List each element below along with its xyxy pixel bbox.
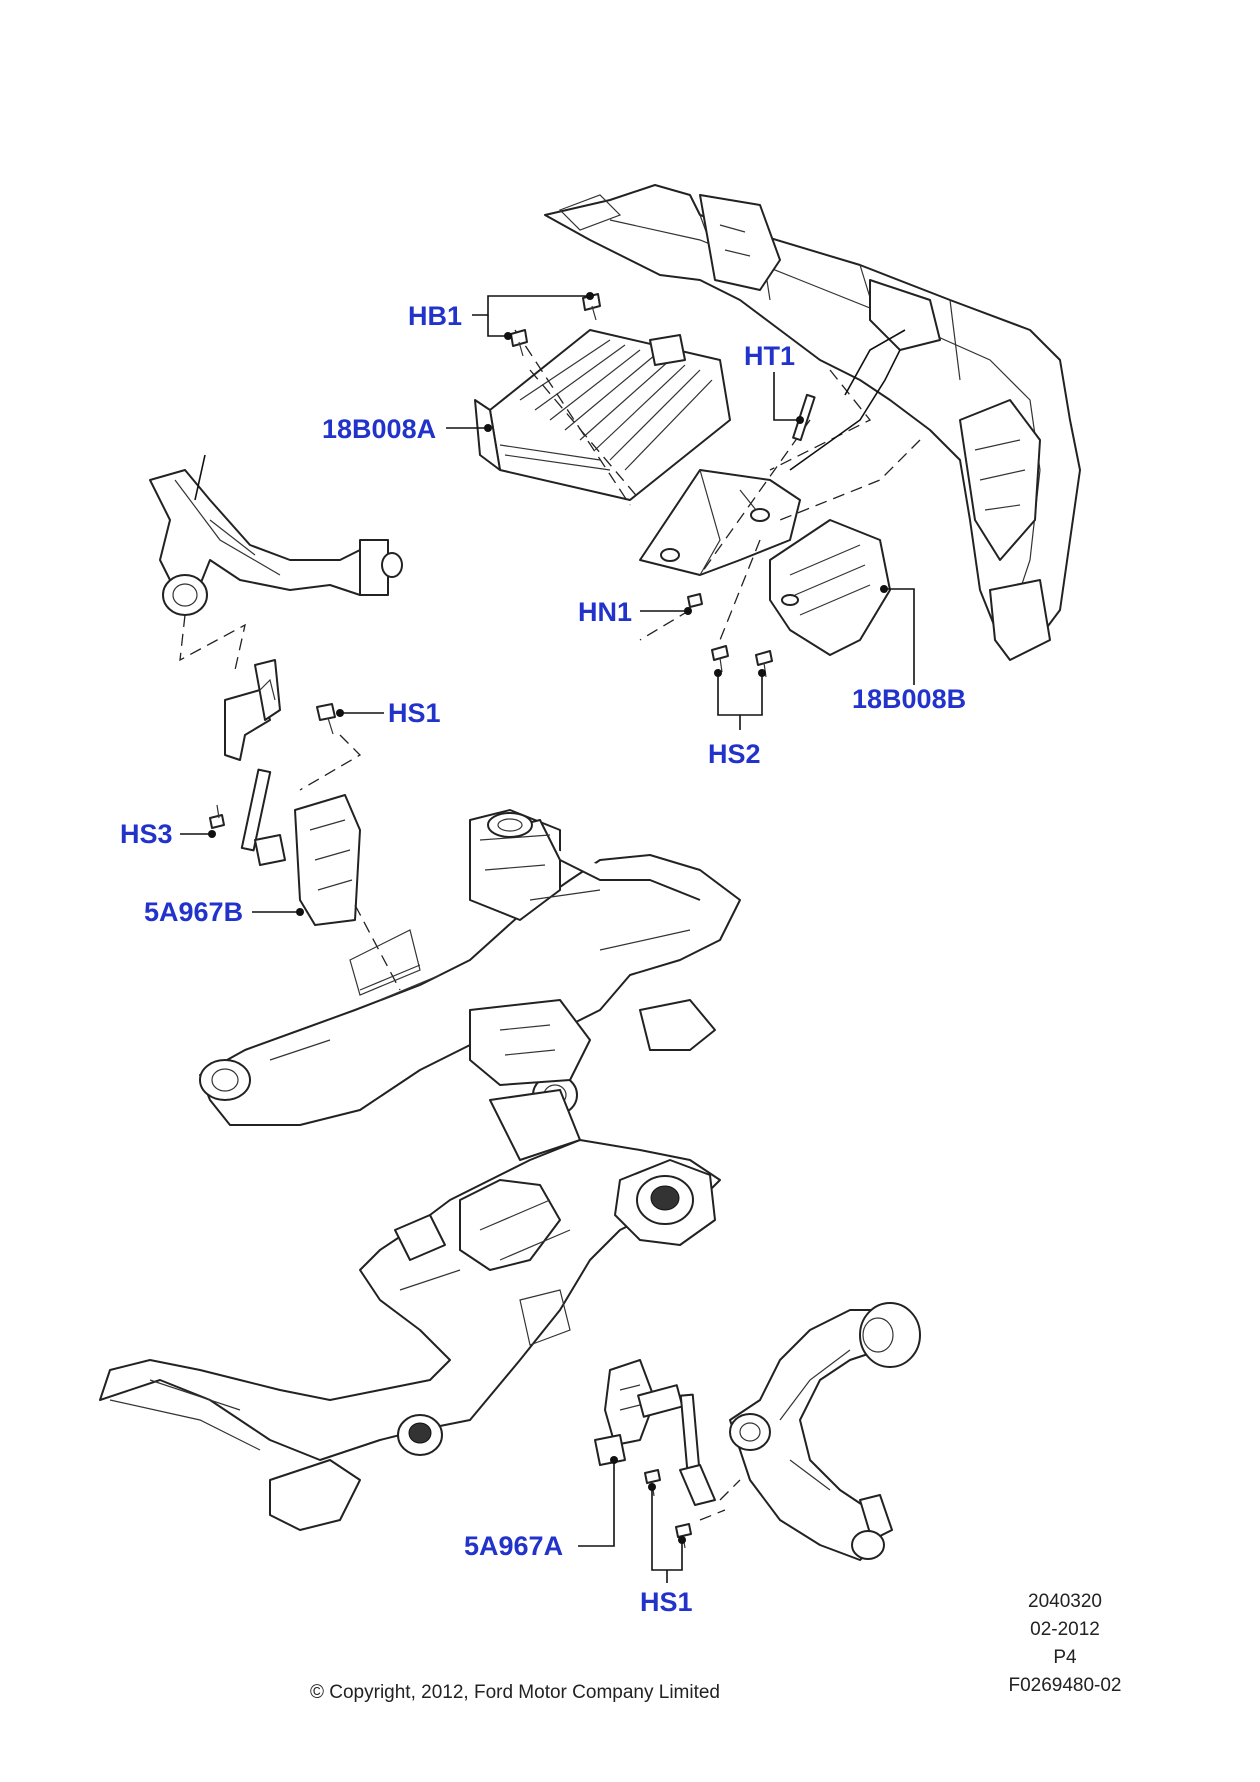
callout-hs1-bottom: HS1 (640, 1587, 693, 1617)
diagram-page: P4 (1053, 1647, 1077, 1668)
assembly-leaders-top (514, 329, 921, 641)
height-sensor-5A967A (594, 1359, 716, 1506)
fasteners-left (209, 703, 336, 829)
callout-18b008a: 18B008A (322, 414, 437, 444)
callout-ht1: HT1 (744, 341, 796, 371)
diagram-number: 2040320 (1028, 1591, 1102, 1612)
height-sensor-5A967B (224, 659, 361, 926)
callout-leaders (180, 292, 915, 1583)
figure-id: F0269480-02 (1008, 1675, 1122, 1696)
callout-18b008b: 18B008B (852, 684, 967, 714)
subframe-lower-view (99, 1089, 721, 1531)
module-bracket (639, 469, 801, 576)
subframe-upper-view (199, 809, 741, 1126)
callout-5a967a: 5A967A (464, 1531, 564, 1561)
control-module-18B008B (769, 519, 891, 656)
callout-hs3: HS3 (120, 819, 173, 849)
fasteners-bottom (644, 1469, 692, 1549)
callout-5a967b: 5A967B (144, 897, 244, 927)
fasteners-top (510, 293, 816, 678)
callout-hs2: HS2 (708, 739, 761, 769)
diagram-date: 02-2012 (1030, 1619, 1100, 1640)
lower-control-arm-right (729, 1302, 921, 1561)
callout-hs1-top: HS1 (388, 698, 441, 728)
control-module-18B008A (474, 329, 731, 501)
front-body-structure (544, 184, 1081, 661)
assembly-leaders-bottom (699, 1479, 741, 1521)
assembly-leaders-left (179, 614, 401, 991)
lower-control-arm-left (149, 454, 403, 616)
callout-hn1: HN1 (578, 597, 633, 627)
copyright-notice: © Copyright, 2012, Ford Motor Company Li… (309, 1682, 720, 1703)
callout-hb1: HB1 (408, 301, 463, 331)
